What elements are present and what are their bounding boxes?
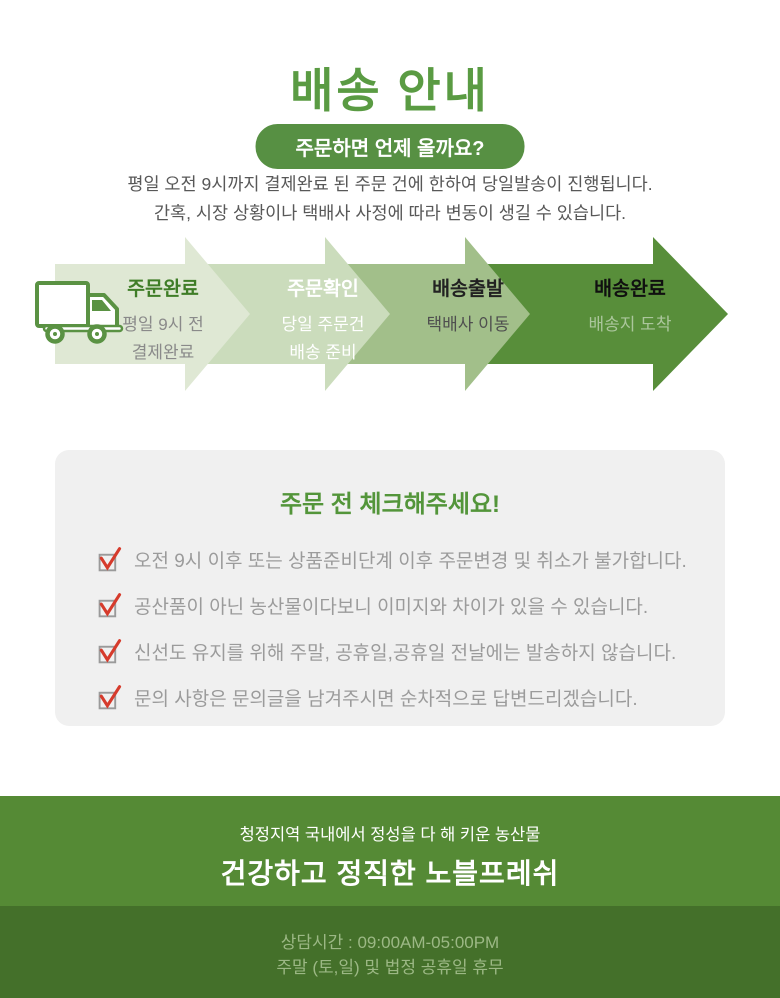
step-line: 택배사 이동 (426, 315, 510, 334)
checklist-heading: 주문 전 체크해주세요! (279, 491, 501, 518)
checklist-panel: 주문 전 체크해주세요! 오전 9시 이후 또는 상품준비단계 이후 주문변경 … (55, 450, 725, 726)
question-banner: 주문하면 언제 올까요? (255, 124, 525, 169)
footer-brand-message: 건강하고 정직한 노블프레쉬 (220, 858, 560, 889)
red-check-checkbox-icon (98, 639, 122, 664)
footer-hours-band: 상담시간 : 09:00AM-05:00PM 주말 (토,일) 및 법정 공휴일… (0, 906, 780, 998)
red-check-checkbox-icon (98, 593, 122, 618)
red-check-checkbox-icon (98, 547, 122, 572)
step-line: 배송 준비 (289, 343, 357, 362)
delivery-truck-icon (35, 281, 124, 344)
footer-tagline: 청정지역 국내에서 정성을 다 해 키운 농산물 (239, 826, 541, 844)
intro-line-1: 평일 오전 9시까지 결제완료 된 주문 건에 한하여 당일발송이 진행됩니다. (127, 174, 653, 194)
footer-hours-line-1: 상담시간 : 09:00AM-05:00PM (280, 933, 500, 952)
footer-hours-line-2: 주말 (토,일) 및 법정 공휴일 휴무 (276, 958, 504, 977)
red-check-checkbox-icon (98, 685, 122, 710)
page-title: 배송 안내 (290, 66, 490, 118)
footer-brand-band: 청정지역 국내에서 정성을 다 해 키운 농산물 건강하고 정직한 노블프레쉬 (0, 796, 780, 906)
flow-step-order-complete: 주문완료 평일 9시 전 결제완료 (83, 272, 243, 367)
step-line: 당일 주문건 (281, 315, 365, 334)
checklist-item-text: 오전 9시 이후 또는 상품준비단계 이후 주문변경 및 취소가 불가합니다. (134, 551, 687, 572)
checklist-item-text: 신선도 유지를 위해 주말, 공휴일,공휴일 전날에는 발송하지 않습니다. (134, 643, 677, 664)
checklist: 오전 9시 이후 또는 상품준비단계 이후 주문변경 및 취소가 불가합니다. … (97, 545, 725, 712)
step-title: 배송완료 (594, 278, 666, 300)
checklist-item: 신선도 유지를 위해 주말, 공휴일,공휴일 전날에는 발송하지 않습니다. (97, 637, 725, 666)
flow-step-shipping-start: 배송출발 택배사 이동 (388, 272, 548, 339)
step-line: 배송지 도착 (588, 315, 672, 334)
checklist-item: 오전 9시 이후 또는 상품준비단계 이후 주문변경 및 취소가 불가합니다. (97, 545, 725, 574)
delivery-flow: 주문완료 평일 9시 전 결제완료 주문확인 당일 주문건 배송 준비 배송출발… (0, 230, 780, 392)
step-line: 결제완료 (131, 343, 195, 362)
step-title: 주문완료 (127, 278, 199, 300)
step-line: 평일 9시 전 (122, 315, 204, 334)
flow-step-delivery-complete: 배송완료 배송지 도착 (550, 272, 710, 339)
intro-line-2: 간혹, 시장 상황이나 택배사 사정에 따라 변동이 생길 수 있습니다. (153, 203, 627, 223)
step-title: 주문확인 (287, 278, 359, 300)
intro-paragraph: 평일 오전 9시까지 결제완료 된 주문 건에 한하여 당일발송이 진행됩니다.… (0, 170, 780, 228)
flow-arrows-graphic (55, 237, 728, 391)
checklist-item: 공산품이 아닌 농산물이다보니 이미지와 차이가 있을 수 있습니다. (97, 591, 725, 620)
flow-step-order-confirm: 주문확인 당일 주문건 배송 준비 (243, 272, 403, 367)
checklist-item-text: 공산품이 아닌 농산물이다보니 이미지와 차이가 있을 수 있습니다. (134, 597, 649, 618)
checklist-item: 문의 사항은 문의글을 남겨주시면 순차적으로 답변드리겠습니다. (97, 683, 725, 712)
step-title: 배송출발 (432, 278, 504, 300)
checklist-item-text: 문의 사항은 문의글을 남겨주시면 순차적으로 답변드리겠습니다. (134, 689, 638, 710)
